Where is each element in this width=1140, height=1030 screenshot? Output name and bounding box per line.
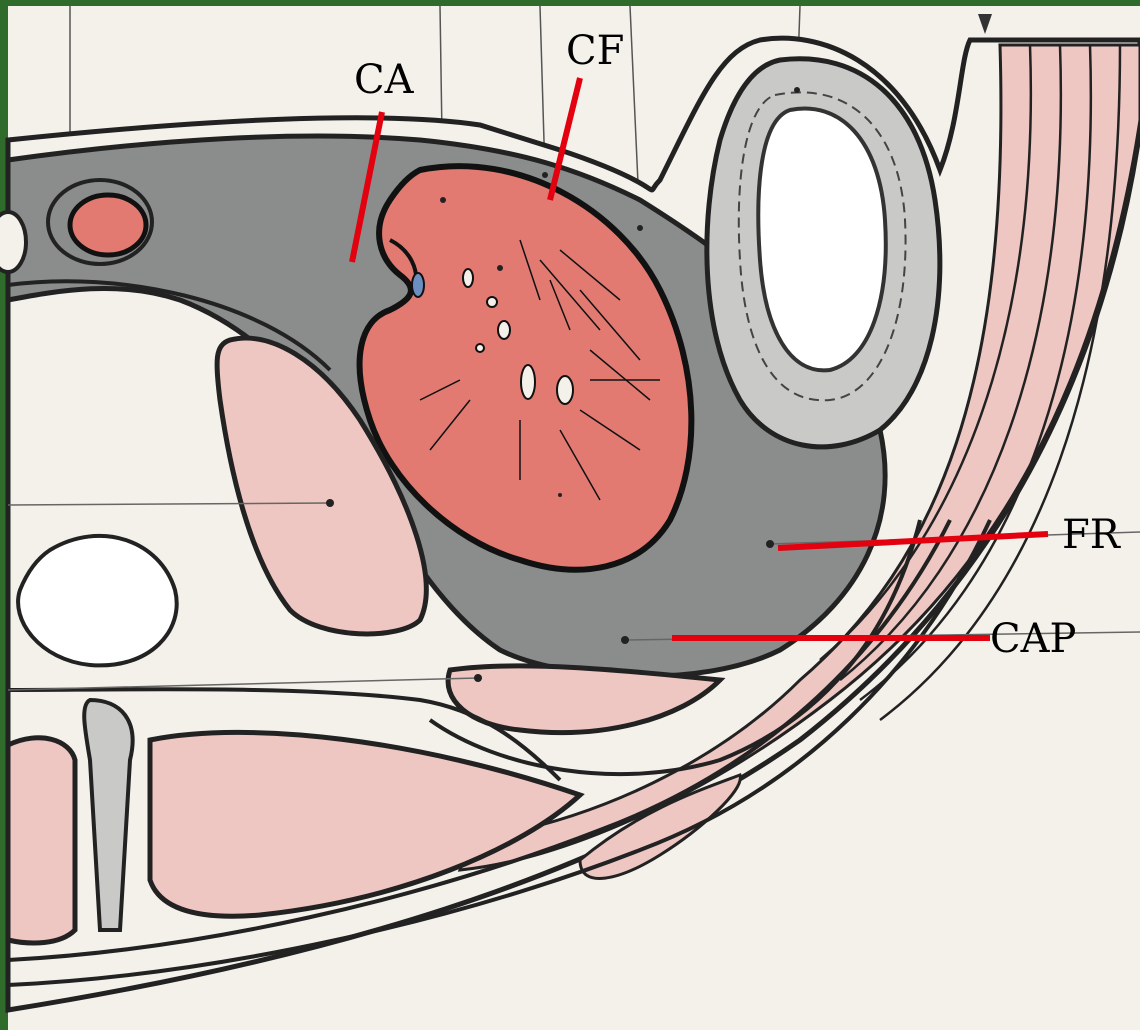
label-cf: CF: [566, 28, 624, 74]
left-edge-vessel: [0, 212, 26, 272]
left-vessel: [70, 195, 146, 255]
label-cap: CAP: [990, 616, 1076, 662]
left-back-muscle: [8, 738, 75, 943]
label-fr: FR: [1062, 512, 1122, 558]
label-ca: CA: [354, 57, 415, 103]
colon-lumen: [758, 108, 885, 370]
vertebral-body: [18, 536, 177, 666]
renal-vessel: [412, 273, 424, 297]
